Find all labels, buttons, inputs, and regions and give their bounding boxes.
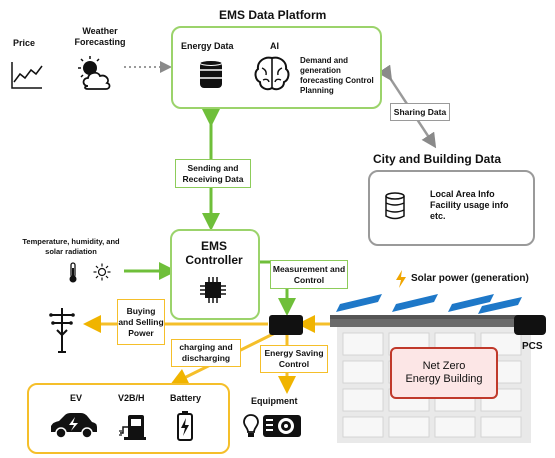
weather-label: Weather Forecasting xyxy=(74,26,126,47)
car-icon xyxy=(51,413,97,439)
lightbulb-icon xyxy=(243,414,259,437)
city-database-icon xyxy=(385,192,405,220)
platform-box xyxy=(171,26,382,109)
charger-icon xyxy=(119,415,146,440)
air-conditioner-icon xyxy=(263,415,301,437)
battery-label: Battery xyxy=(170,393,202,403)
charging-label: charging and discharging xyxy=(171,339,241,367)
equipment-label: Equipment xyxy=(251,396,298,406)
solar-label: Solar power (generation) xyxy=(411,273,529,284)
power-tower-icon xyxy=(49,308,75,353)
solar-panels xyxy=(336,294,494,312)
measurement-control-label: Measurement and Control xyxy=(270,260,348,289)
city-box xyxy=(368,170,535,246)
sending-receiving-label: Sending and Receiving Data xyxy=(175,159,251,188)
controller-title: EMS Controller xyxy=(185,239,243,267)
v2b-label: V2B/H xyxy=(118,393,145,403)
net-zero-label: Net Zero Energy Building xyxy=(405,360,483,385)
solar-panel-4 xyxy=(478,297,522,314)
database-icon xyxy=(199,60,223,88)
controller-box xyxy=(170,229,260,320)
sharing-data-label: Sharing Data xyxy=(390,103,450,121)
brain-icon xyxy=(254,56,290,91)
sensors-label: Temperature, humidity, and solar radiati… xyxy=(22,237,120,256)
forecast-text: Demand and generation forecasting Contro… xyxy=(300,56,374,95)
pcs-label: PCS xyxy=(522,341,543,352)
building-roof xyxy=(330,315,540,327)
battery-icon xyxy=(177,411,193,441)
weather-icon xyxy=(78,56,111,90)
net-zero-box: Net Zero Energy Building xyxy=(390,347,498,399)
ai-label: AI xyxy=(270,41,279,51)
price-chart-icon xyxy=(11,62,43,89)
energy-data-label: Energy Data xyxy=(181,41,234,51)
city-text: Local Area Info Facility usage info etc. xyxy=(430,189,509,221)
city-title: City and Building Data xyxy=(373,152,502,166)
price-label: Price xyxy=(13,38,36,48)
energy-saving-label: Energy Saving Control xyxy=(260,345,328,373)
lightning-icon xyxy=(396,270,406,288)
hub-box[interactable] xyxy=(269,315,303,335)
sun-icon xyxy=(93,263,111,281)
chip-icon xyxy=(200,277,226,303)
platform-title: EMS Data Platform xyxy=(219,8,327,22)
pcs-box xyxy=(514,315,546,335)
thermometer-icon xyxy=(69,262,77,283)
ev-label: EV xyxy=(70,393,83,403)
buying-selling-label: Buying and Selling Power xyxy=(117,299,165,345)
